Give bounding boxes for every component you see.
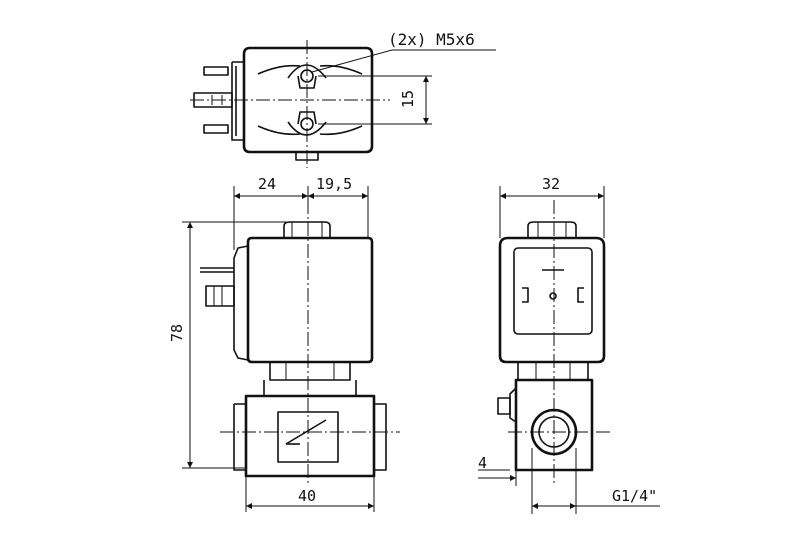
front-view [182, 186, 400, 512]
dim-40-label: 40 [298, 487, 316, 505]
screw-callout: (2x) M5x6 [388, 30, 475, 49]
thread-label: G1/4" [612, 487, 657, 505]
dim-32-label: 32 [542, 175, 560, 193]
dim-4-label: 4 [478, 454, 487, 472]
dim-15-label: 15 [399, 90, 417, 108]
side-view [478, 186, 660, 514]
dim-24-label: 24 [258, 175, 276, 193]
dim-78-label: 78 [168, 324, 186, 342]
dim-19-5-label: 19,5 [316, 175, 352, 193]
top-view [190, 40, 496, 168]
